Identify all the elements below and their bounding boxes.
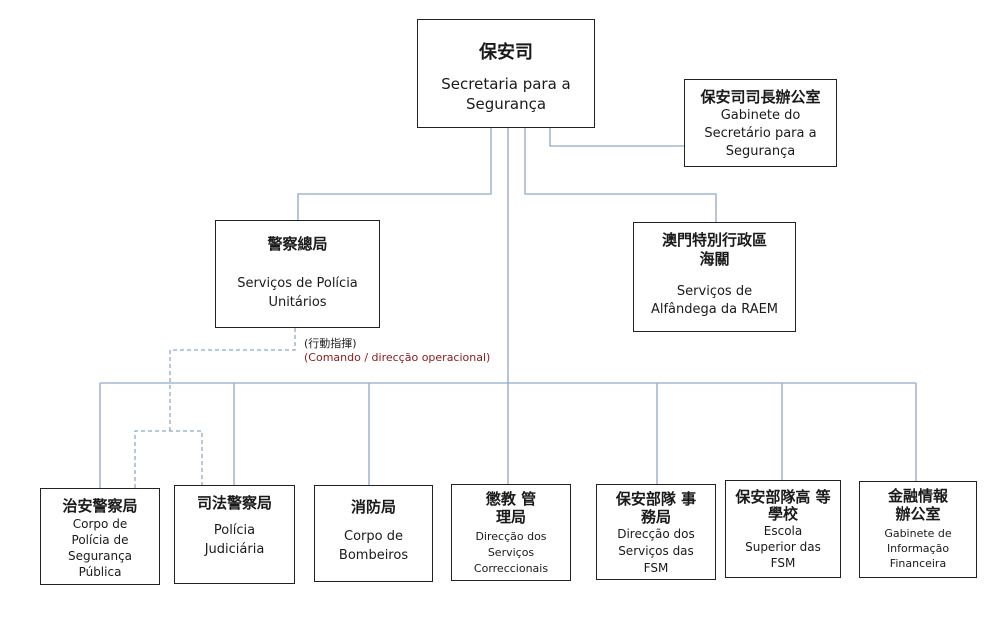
node-fsm-school-pt: Escola Superior das FSM	[745, 524, 821, 570]
node-fsm-services-zh: 保安部隊 事務局	[615, 490, 697, 526]
line-root-police	[297, 128, 492, 220]
node-financial-pt: Gabinete de Informação Financeira	[884, 527, 952, 570]
node-financial-zh: 金融情報 辦公室	[887, 487, 948, 523]
node-police-general: 警察總局 Serviços de Polícia Unitários	[215, 220, 380, 328]
node-correctional-zh: 懲教 管理局	[485, 490, 537, 526]
node-root-zh: 保安司	[479, 42, 533, 63]
node-cabinet-zh: 保安司司長辦公室	[700, 88, 821, 106]
node-fsm-school-zh: 保安部隊高 等學校	[735, 488, 831, 523]
node-fsm-school: 保安部隊高 等學校 Escola Superior das FSM	[725, 480, 841, 578]
line-root-cabinet	[549, 128, 684, 147]
node-pj-zh: 司法警察局	[196, 494, 272, 512]
node-root: 保安司 Secretaria para a Segurança	[417, 19, 595, 128]
line-root-customs	[524, 128, 717, 222]
node-fsm-services-pt: Direcção dos Serviços das FSM	[617, 527, 695, 575]
node-cabinet: 保安司司長辦公室 Gabinete do Secretário para a S…	[684, 79, 837, 167]
node-correctional: 懲教 管理局 Direcção dos Serviços Correcciona…	[451, 484, 571, 581]
node-customs-pt: Serviços de Alfândega da RAEM	[650, 284, 779, 317]
node-fsm-services: 保安部隊 事務局 Direcção dos Serviços das FSM	[596, 484, 716, 580]
node-police-general-pt: Serviços de Polícia Unitários	[237, 276, 358, 310]
node-financial: 金融情報 辦公室 Gabinete de Informação Financei…	[859, 481, 977, 578]
node-customs: 澳門特別行政區 海關 Serviços de Alfândega da RAEM	[633, 222, 796, 332]
annotation-zh: (行動指揮)	[304, 337, 357, 350]
node-pj-pt: Polícia Judiciária	[204, 523, 265, 557]
node-fire-zh: 消防局	[350, 498, 396, 516]
node-customs-zh: 澳門特別行政區 海關	[661, 231, 767, 268]
node-psp: 治安警察局 Corpo de Polícia de Segurança Públ…	[40, 488, 160, 585]
node-police-general-zh: 警察總局	[267, 235, 328, 253]
node-fire-pt: Corpo de Bombeiros	[338, 529, 409, 563]
node-root-pt: Secretaria para a Segurança	[441, 75, 571, 113]
line-command-dashed	[169, 328, 296, 431]
node-cabinet-pt: Gabinete do Secretário para a Segurança	[704, 108, 817, 159]
node-pj: 司法警察局 Polícia Judiciária	[174, 485, 295, 584]
node-correctional-pt: Direcção dos Serviços Correccionais	[473, 530, 549, 575]
line-command-split	[134, 430, 203, 488]
node-fire: 消防局 Corpo de Bombeiros	[314, 485, 433, 582]
node-psp-zh: 治安警察局	[62, 497, 138, 515]
annotation-pt: (Comando / direcção operacional)	[304, 351, 491, 364]
node-psp-pt: Corpo de Polícia de Segurança Pública	[67, 517, 133, 579]
